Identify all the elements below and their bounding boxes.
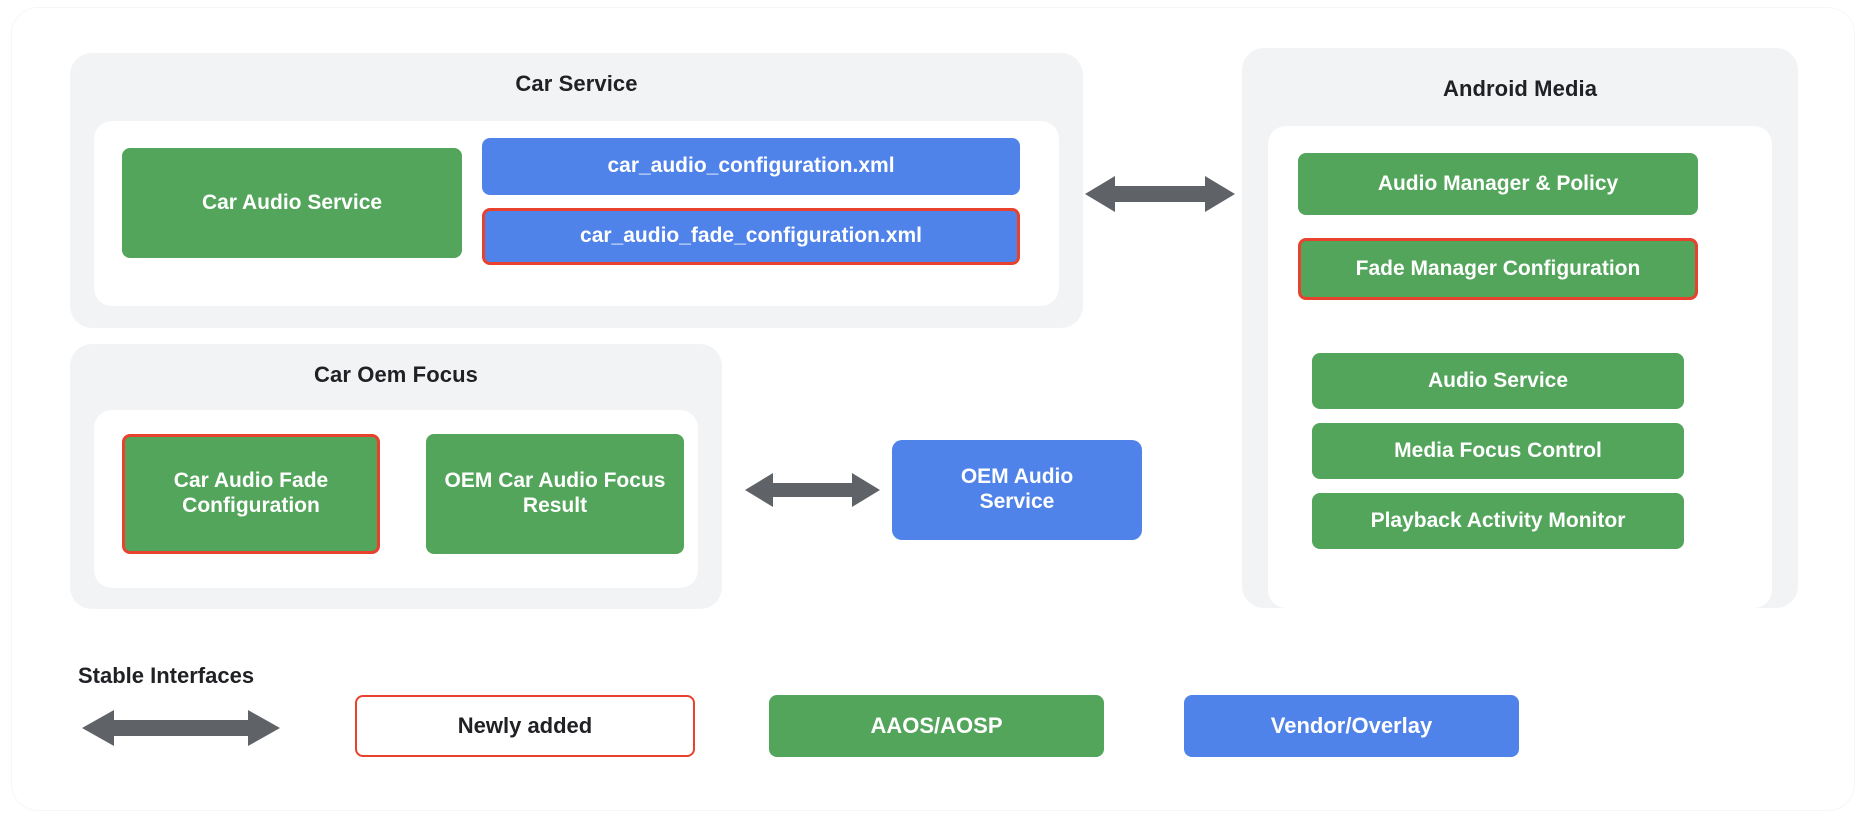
panel-android-media: Android Media Audio Manager & Policy Fad… [1242, 48, 1798, 608]
node-car-audio-configuration-xml[interactable]: car_audio_configuration.xml [482, 138, 1020, 195]
node-audio-service-label: Audio Service [1427, 368, 1569, 392]
connector-car-oem-focus-to-oem-audio-service [745, 470, 880, 510]
legend-item-newly-added[interactable]: Newly added [355, 695, 695, 757]
legend-stable-interfaces-arrow [82, 707, 280, 749]
legend-item-vendor-overlay-label: Vendor/Overlay [1270, 713, 1433, 738]
panel-car-oem-focus-title: Car Oem Focus [314, 362, 478, 387]
node-playback-activity-monitor[interactable]: Playback Activity Monitor [1312, 493, 1684, 549]
node-audio-manager-policy-label: Audio Manager & Policy [1377, 171, 1619, 195]
legend-item-vendor-overlay[interactable]: Vendor/Overlay [1184, 695, 1519, 757]
connector-car-service-to-android-media [1085, 173, 1235, 215]
legend-stable-interfaces-label: Stable Interfaces [78, 663, 255, 688]
legend-item-newly-added-label: Newly added [457, 713, 593, 738]
node-car-audio-fade-configuration-xml-label: car_audio_fade_configuration.xml [580, 224, 922, 248]
node-oem-audio-service[interactable]: OEM Audio Service [892, 440, 1142, 540]
node-oem-audio-service-line1: OEM Audio [960, 465, 1074, 489]
panel-car-service: Car Service Car Audio Service car_audio_… [70, 53, 1083, 328]
node-playback-activity-monitor-label: Playback Activity Monitor [1370, 508, 1626, 532]
node-oem-audio-service-line2: Service [979, 490, 1055, 513]
legend-item-aaos-aosp-label: AAOS/AOSP [870, 713, 1003, 738]
node-audio-service[interactable]: Audio Service [1312, 353, 1684, 409]
panel-car-service-title: Car Service [515, 71, 638, 96]
legend-item-aaos-aosp[interactable]: AAOS/AOSP [769, 695, 1104, 757]
diagram-canvas: Car Service Car Audio Service car_audio_… [12, 8, 1854, 810]
node-audio-manager-policy[interactable]: Audio Manager & Policy [1298, 153, 1698, 215]
node-car-audio-service-label: Car Audio Service [201, 190, 383, 214]
node-car-audio-service[interactable]: Car Audio Service [122, 148, 462, 258]
node-car-audio-fade-configuration[interactable]: Car Audio Fade Configuration [122, 434, 380, 554]
node-car-audio-fade-configuration-label: Car Audio Fade Configuration [173, 469, 329, 517]
panel-car-oem-focus: Car Oem Focus Car Audio Fade Configurati… [70, 344, 722, 609]
node-media-focus-control[interactable]: Media Focus Control [1312, 423, 1684, 479]
node-car-audio-fade-configuration-xml[interactable]: car_audio_fade_configuration.xml [482, 208, 1020, 265]
node-car-audio-configuration-xml-label: car_audio_configuration.xml [607, 154, 895, 178]
node-fade-manager-configuration-label: Fade Manager Configuration [1355, 256, 1641, 280]
node-oem-car-audio-focus-result[interactable]: OEM Car Audio Focus Result [426, 434, 684, 554]
node-media-focus-control-label: Media Focus Control [1394, 438, 1602, 462]
node-fade-manager-configuration[interactable]: Fade Manager Configuration [1298, 238, 1698, 300]
panel-android-media-title: Android Media [1442, 76, 1598, 101]
node-oem-car-audio-focus-result-label: OEM Car Audio Focus Result [444, 469, 666, 517]
